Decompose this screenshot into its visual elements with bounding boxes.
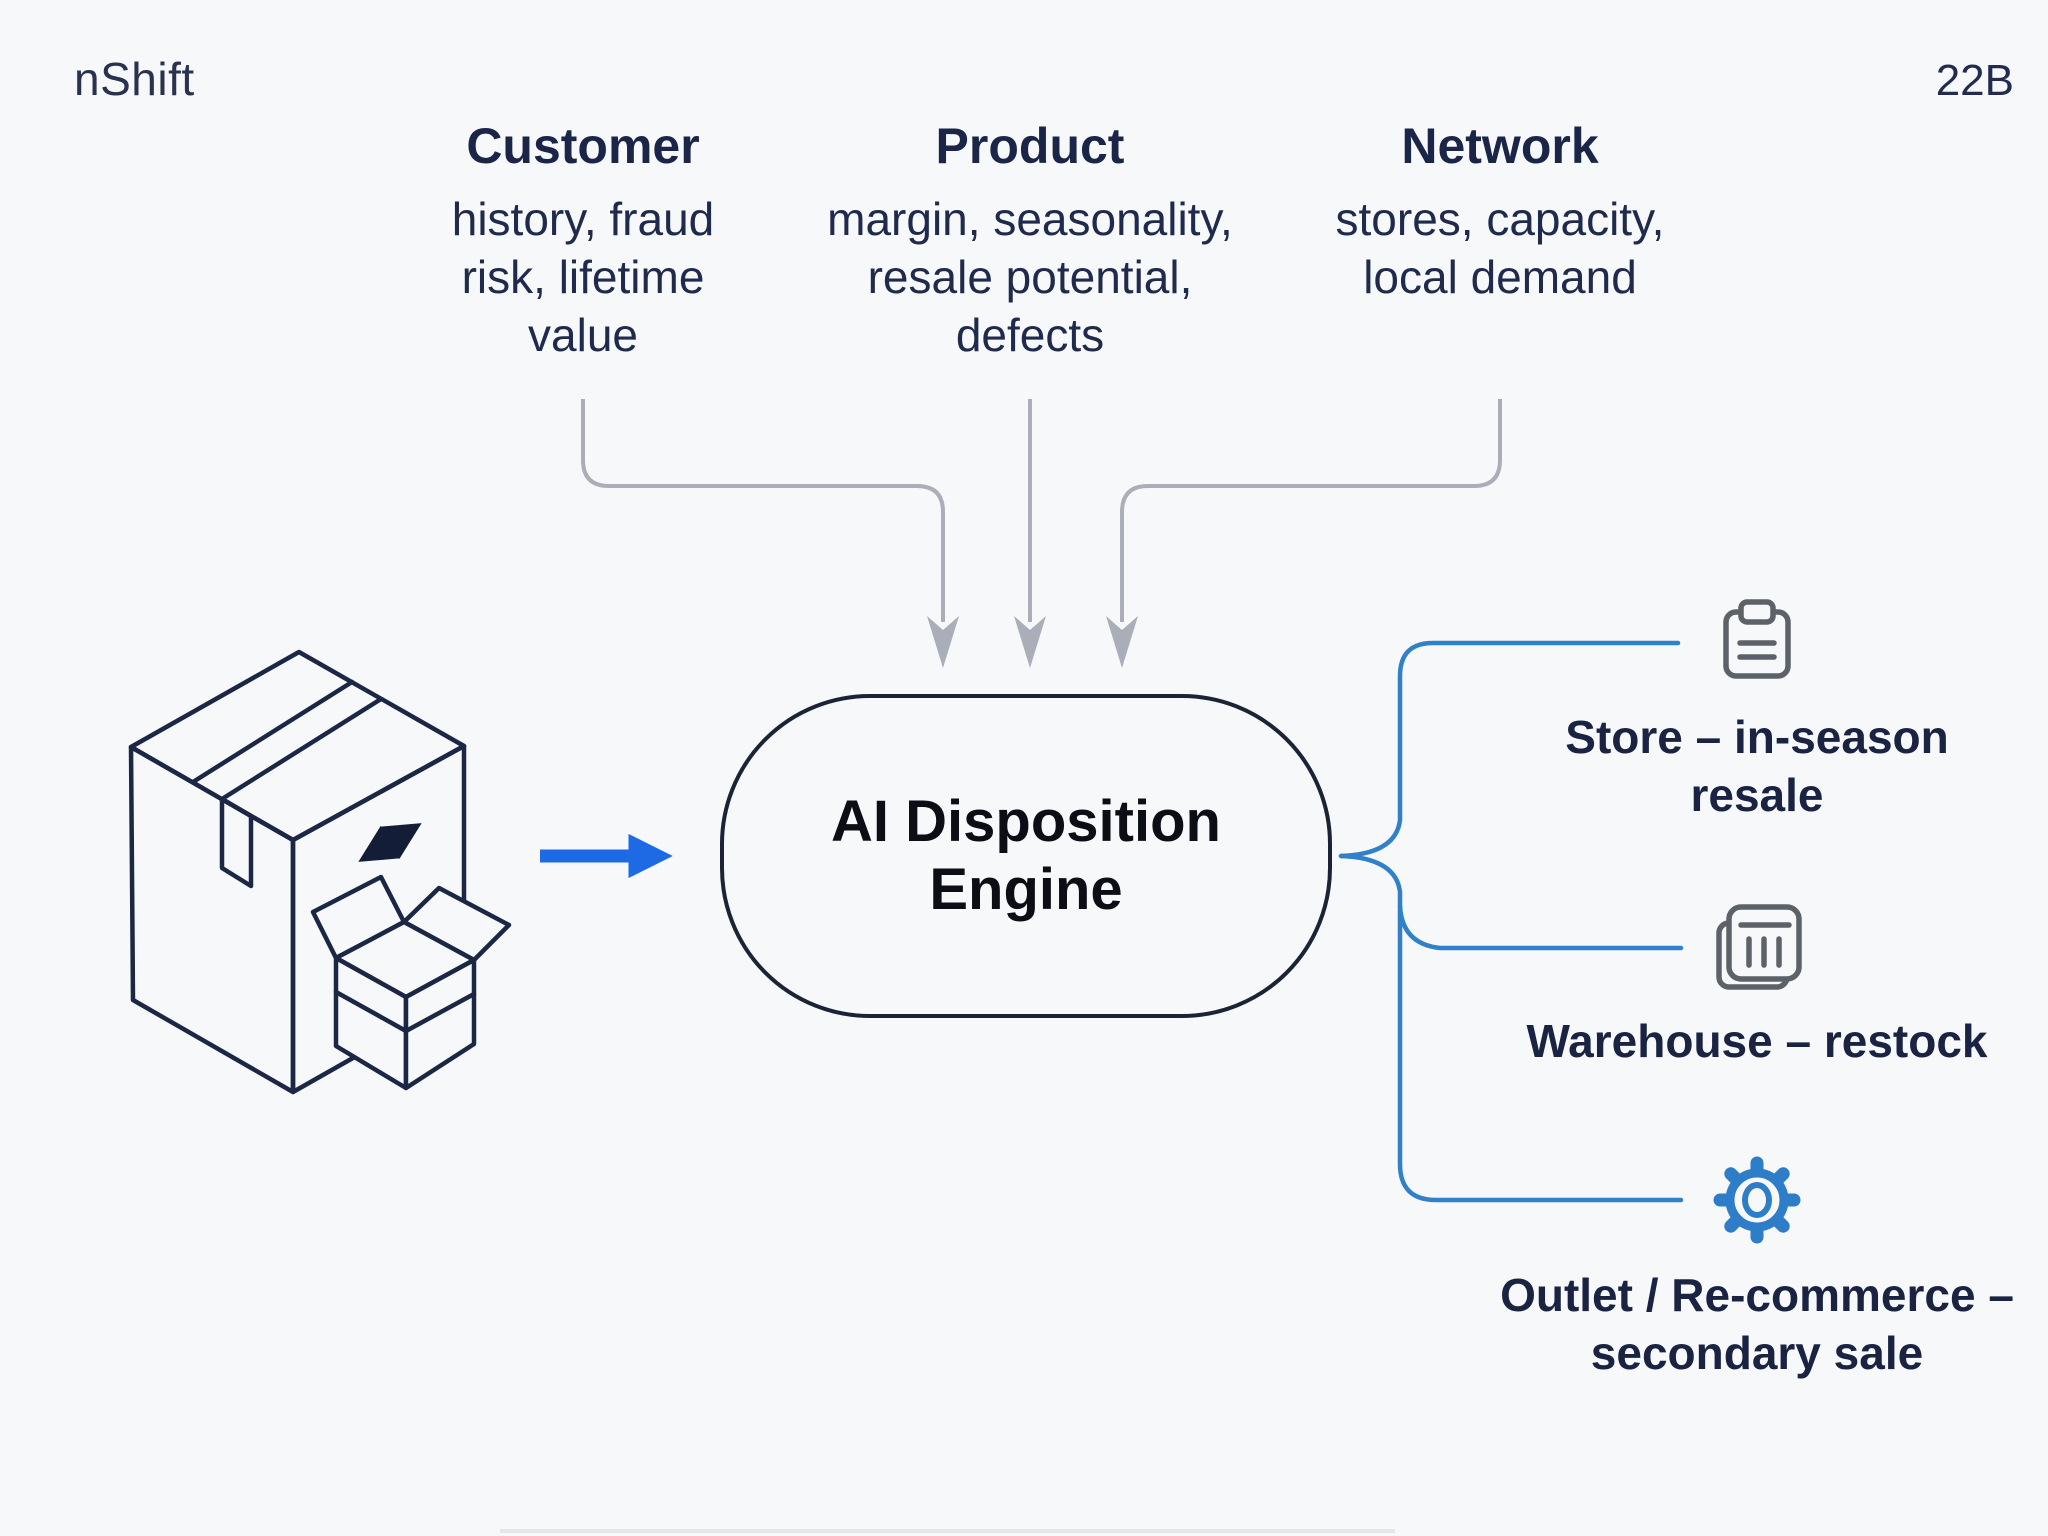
connector-customer: [581, 399, 945, 622]
box-top-face: [128, 649, 467, 843]
package-illustration: [128, 649, 512, 1095]
output-connectors: [1338, 640, 1684, 1203]
clipboard-icon: [1723, 599, 1791, 679]
product-title: Product: [935, 118, 1125, 174]
openbox-fold-lines: [333, 989, 477, 1034]
input-column-customer: Customer history, fraud risk, lifetime v…: [423, 118, 743, 364]
network-title: Network: [1401, 118, 1599, 174]
ai-disposition-engine: AI Disposition Engine: [720, 694, 1332, 1018]
bottom-edge-artifact: [500, 1529, 1395, 1533]
branch-outlet: [1338, 853, 1684, 1203]
arrowhead-right: [1106, 616, 1138, 668]
customer-detail: history, fraud risk, lifetime value: [451, 193, 715, 361]
box-tape-lines: [190, 679, 384, 802]
product-detail: margin, seasonality, resale potential, d…: [827, 193, 1233, 361]
exchange-arrow: [358, 823, 422, 862]
customer-title: Customer: [466, 118, 700, 174]
gear-icon: [1713, 1156, 1801, 1244]
connector-network: [1120, 399, 1502, 622]
arrowhead-left: [927, 616, 959, 668]
input-column-network: Network stores, capacity, local demand: [1310, 118, 1690, 306]
openbox-wall-right: [403, 957, 477, 1091]
brand-logo: nShift: [74, 53, 195, 105]
engine-label-line1: AI Disposition: [831, 789, 1221, 854]
engine-label-line2: Engine: [929, 857, 1123, 922]
slide-number: 22B: [1935, 56, 2014, 105]
input-connectors: [581, 399, 1502, 668]
branch-store: [1338, 640, 1681, 859]
box-left-face: [128, 744, 296, 1095]
input-column-product: Product margin, seasonality, resale pote…: [810, 118, 1250, 364]
warehouse-icon: [1716, 904, 1802, 990]
output-label-store: Store – in-season resale: [1565, 711, 1949, 821]
network-detail: stores, capacity, local demand: [1335, 193, 1665, 303]
branch-warehouse: [1397, 903, 1684, 951]
output-label-outlet: Outlet / Re-commerce – secondary sale: [1500, 1269, 2014, 1379]
output-label-warehouse: Warehouse – restock: [1526, 1015, 1988, 1067]
arrowhead-center: [1014, 616, 1046, 668]
box-tape-flap: [219, 796, 254, 889]
